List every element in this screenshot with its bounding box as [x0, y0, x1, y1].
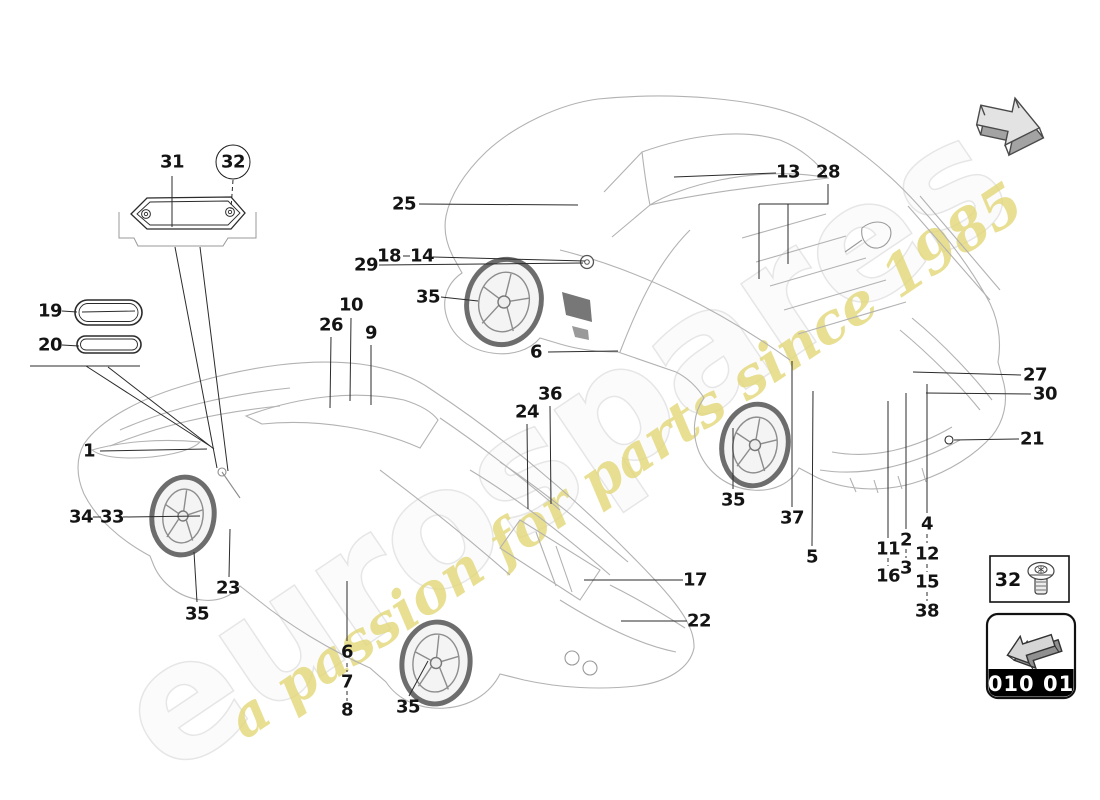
- diagram-code-label: 010 01: [988, 672, 1074, 696]
- diagram-code-box: 010 01: [985, 612, 1077, 700]
- torx-screw-icon: [1027, 561, 1055, 595]
- plate-screw-right-icon: [225, 207, 235, 217]
- car-2-sketch: [77, 361, 695, 709]
- badge-20: [76, 335, 142, 354]
- code-band: [988, 669, 1074, 697]
- car-1-sketch: [444, 95, 1007, 494]
- watermark: eurospares a passion for parts since 198…: [84, 80, 1041, 800]
- leader-lines: [30, 172, 1032, 701]
- badge-19: [74, 299, 143, 326]
- direction-arrow-icon: [975, 96, 1045, 157]
- fastener-legend-box: 32: [989, 555, 1070, 603]
- car-1-wheels: [464, 254, 791, 489]
- hub-fastener: [579, 254, 595, 270]
- plate-screw-left-icon: [141, 209, 151, 219]
- fastener-ref-label: 32: [995, 569, 1021, 591]
- type-plate-drawing: [118, 196, 257, 247]
- side-intake: [562, 292, 592, 322]
- legend-arrow-icon: [1006, 633, 1063, 670]
- plate-bracket-outline: [118, 212, 257, 247]
